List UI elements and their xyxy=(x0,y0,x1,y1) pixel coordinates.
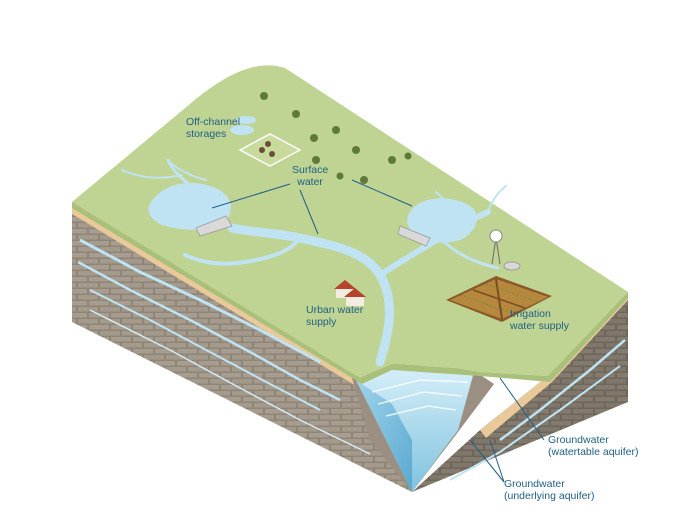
windmill xyxy=(489,229,521,271)
label-urban-water-supply-line1: Urban water xyxy=(306,304,364,316)
label-irrigation-water-supply: Irrigation water supply xyxy=(510,308,569,332)
label-irrigation-water-supply-line1: Irrigation xyxy=(510,308,551,320)
label-off-channel-storages: Off-channel storages xyxy=(186,116,240,140)
label-surface-water-line1: Surface xyxy=(292,164,329,176)
label-groundwater-watertable-line1: Groundwater xyxy=(548,434,609,446)
label-off-channel-storages-line2: storages xyxy=(186,128,227,140)
label-urban-water-supply: Urban water supply xyxy=(306,304,363,328)
label-urban-water-supply-line2: supply xyxy=(306,316,337,328)
label-groundwater-underlying: Groundwater (underlying aquifer) xyxy=(504,478,594,502)
label-groundwater-watertable: Groundwater (watertable aquifer) xyxy=(548,434,638,458)
leader-lines xyxy=(211,179,545,483)
irrigation-fields xyxy=(446,276,552,322)
label-groundwater-watertable-line2: (watertable aquifer) xyxy=(548,446,639,458)
label-irrigation-water-supply-line2: water supply xyxy=(510,320,569,332)
label-groundwater-underlying-line1: Groundwater xyxy=(504,478,565,490)
label-surface-water: Surface water xyxy=(292,164,328,188)
label-surface-water-line2: water xyxy=(297,176,323,188)
trees xyxy=(260,92,412,184)
off-channel-storage-ponds xyxy=(230,116,256,135)
reservoir-left xyxy=(148,182,233,237)
label-groundwater-underlying-line2: (underlying aquifer) xyxy=(504,490,595,502)
houses xyxy=(334,280,366,306)
river-canyon xyxy=(352,362,494,492)
label-off-channel-storages-line1: Off-channel xyxy=(186,116,241,128)
cattle-paddock xyxy=(238,133,302,167)
reservoir-right xyxy=(397,198,477,247)
